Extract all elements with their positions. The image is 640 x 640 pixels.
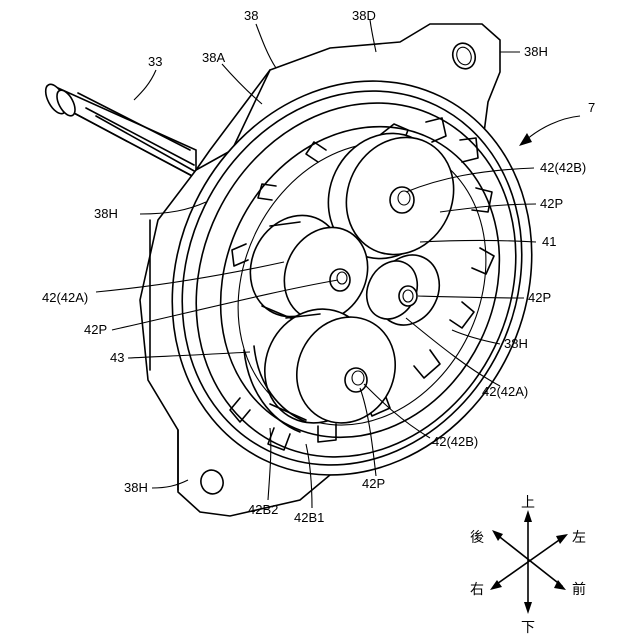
- label-42-42B-bottom: 42(42B): [432, 434, 478, 449]
- compass-up: 上: [521, 495, 535, 511]
- label-42P-right-mid: 42P: [528, 290, 551, 305]
- compass-down: 下: [521, 620, 535, 636]
- orientation-compass: 上 下 左 後 右 前: [470, 495, 586, 636]
- compass-right: 右: [470, 582, 484, 598]
- label-38H-left: 38H: [94, 206, 118, 221]
- label-42-42A-right: 42(42A): [482, 384, 528, 399]
- compass-back: 後: [470, 530, 484, 546]
- label-42-42B-top: 42(42B): [540, 160, 586, 175]
- label-42P-left: 42P: [84, 322, 107, 337]
- label-38H-top: 38H: [524, 44, 548, 59]
- label-42B1: 42B1: [294, 510, 324, 525]
- label-38: 38: [244, 8, 258, 23]
- label-38H-bottom: 38H: [124, 480, 148, 495]
- compass-left: 左: [572, 530, 586, 546]
- label-7: 7: [588, 100, 595, 115]
- assembly-pointer-7: [519, 116, 580, 146]
- label-42-42A-left: 42(42A): [42, 290, 88, 305]
- label-33: 33: [148, 54, 162, 69]
- label-38H-right: 38H: [504, 336, 528, 351]
- label-42P-bottom: 42P: [362, 476, 385, 491]
- label-41: 41: [542, 234, 556, 249]
- compass-front: 前: [572, 581, 586, 598]
- label-42P-right-top: 42P: [540, 196, 563, 211]
- shaft-33: [41, 81, 196, 178]
- label-38D: 38D: [352, 8, 376, 23]
- label-38A: 38A: [202, 50, 225, 65]
- label-43: 43: [110, 350, 124, 365]
- label-42B2: 42B2: [248, 502, 278, 517]
